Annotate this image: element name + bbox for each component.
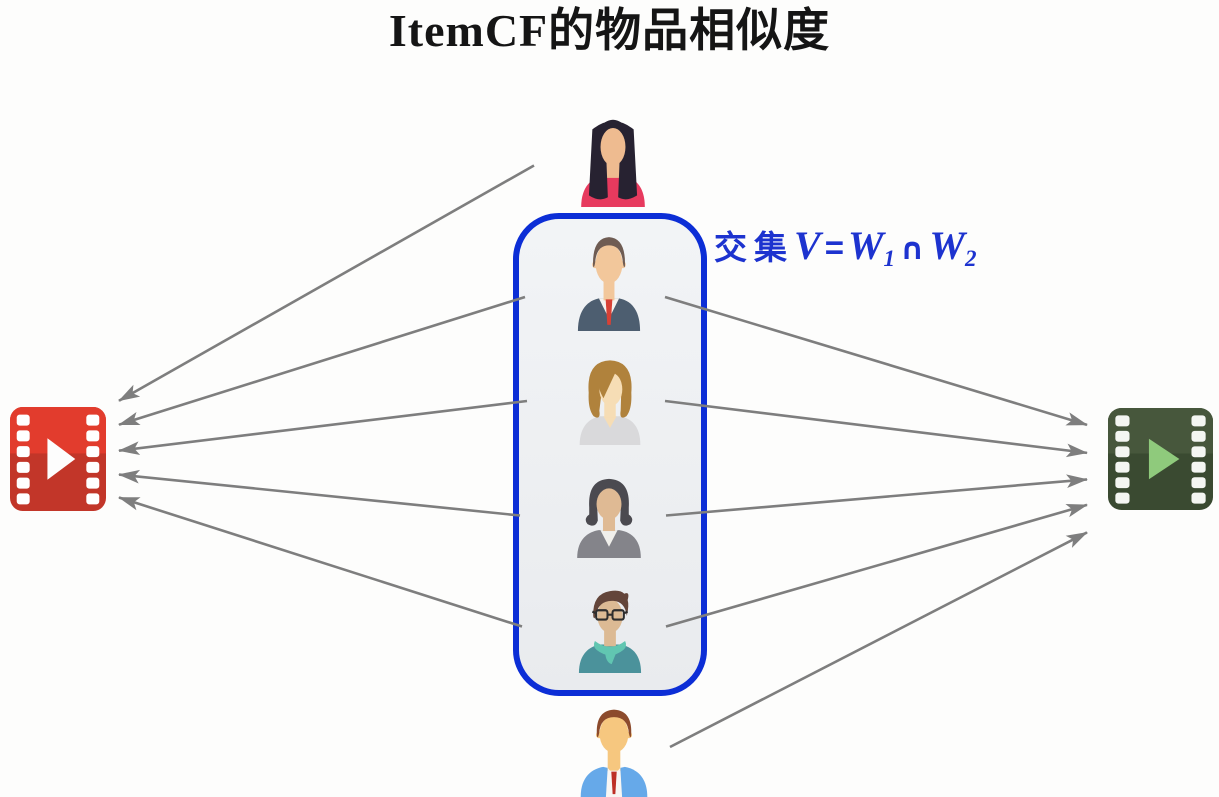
label-set-v: V [794, 223, 821, 268]
preference-arrow [118, 295, 526, 426]
avatar-woman-blonde-swept-hair [569, 355, 651, 445]
film-play-icon [10, 407, 106, 511]
avatar-woman-gray-hair [566, 471, 652, 558]
preference-arrow [118, 399, 528, 455]
person-icon [578, 590, 642, 673]
intersection-operator: ∩ [900, 232, 925, 267]
film-play-icon [1108, 408, 1213, 510]
intersection-formula-label: 交集V=W1∩W2 [714, 221, 977, 272]
label-sub-1: 1 [883, 246, 896, 271]
label-set-w1: W [847, 223, 884, 268]
label-equals: = [824, 229, 844, 266]
preference-arrow [669, 531, 1088, 749]
avatar-man-in-suit [567, 229, 651, 331]
preference-arrow [118, 469, 521, 517]
page-title: ItemCF的物品相似度 [388, 5, 831, 56]
avatar-woman-long-dark-hair [570, 110, 656, 207]
preference-arrow [665, 474, 1088, 517]
avatar-man-glasses-scarf [568, 584, 652, 673]
avatar-man-blue-jacket-red-tie [569, 703, 659, 797]
person-icon [581, 119, 645, 207]
preference-arrow [118, 164, 535, 402]
preference-arrow [118, 496, 523, 628]
label-sub-2: 2 [965, 246, 977, 271]
preference-arrow [665, 503, 1088, 628]
person-icon [579, 360, 641, 445]
video-item-right-green [1108, 408, 1213, 510]
label-prefix: 交集 [714, 229, 794, 266]
person-icon [580, 709, 648, 797]
video-item-left-red [10, 407, 106, 511]
person-icon [577, 237, 641, 331]
preference-arrow [664, 399, 1088, 458]
label-set-w2: W [929, 223, 965, 268]
preference-arrow [664, 295, 1088, 427]
person-icon [577, 478, 641, 558]
